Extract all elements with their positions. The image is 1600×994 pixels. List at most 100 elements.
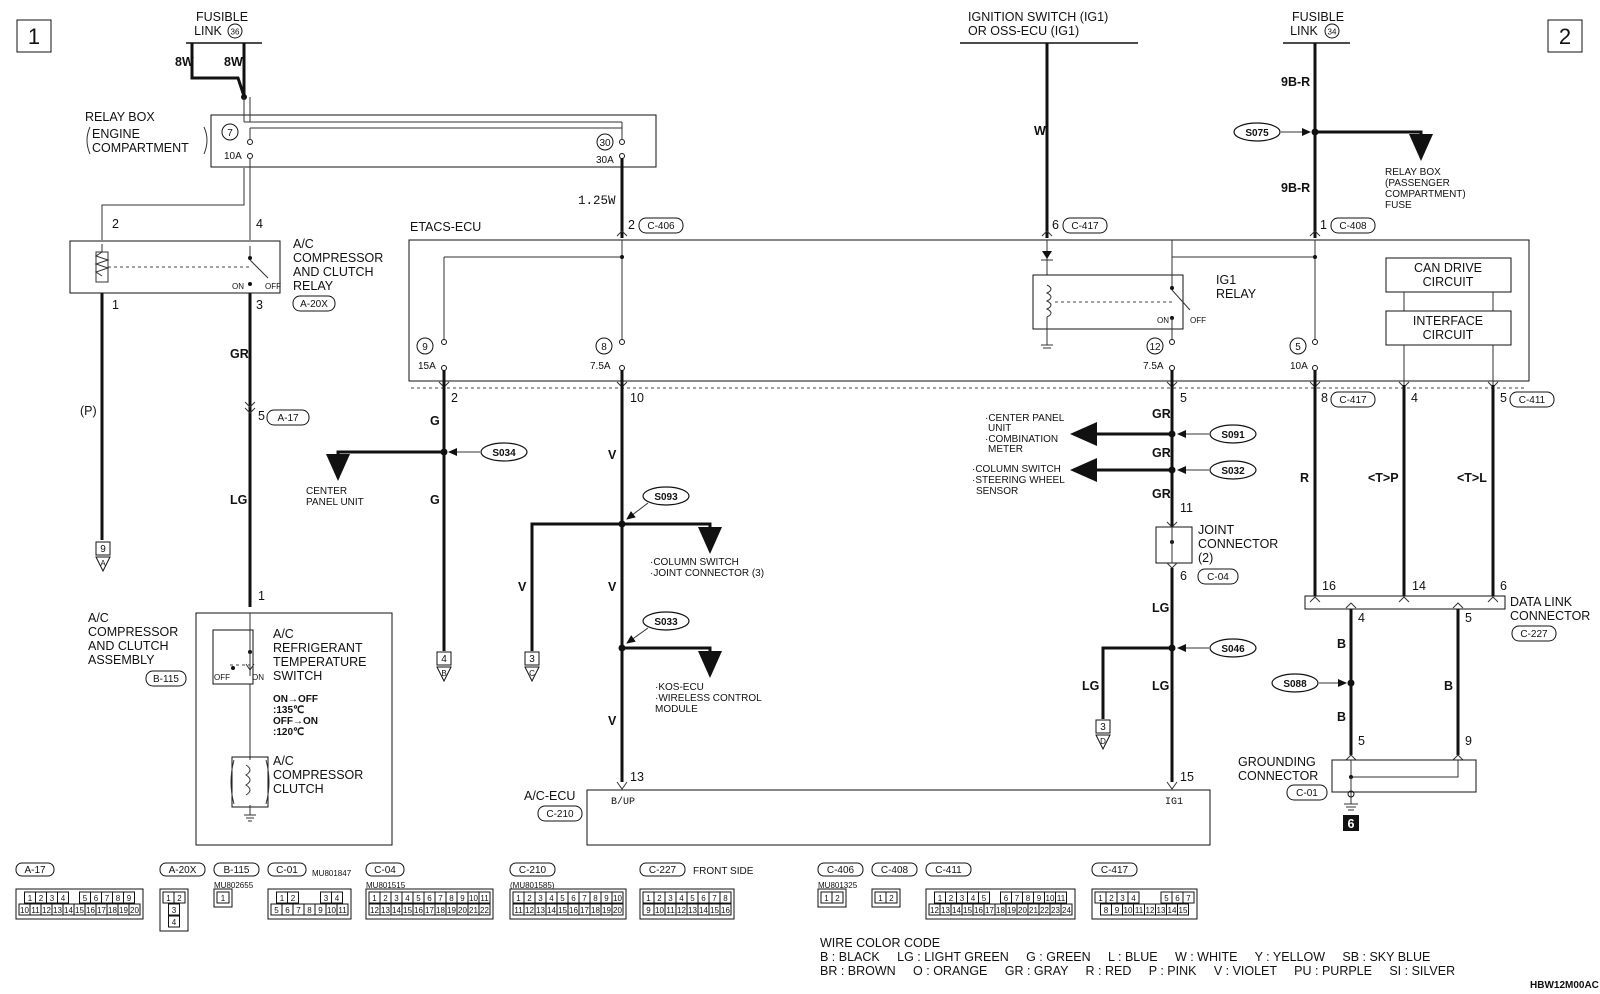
svg-text:UNIT: UNIT: [988, 423, 1011, 434]
etacs-out-pin-5: 5: [1180, 391, 1187, 405]
connector-pin-label: 2: [889, 894, 894, 903]
connector-pin-label: 6: [427, 894, 432, 903]
connector-pin-label: 7: [438, 894, 443, 903]
wire-label-b-a: B: [1337, 637, 1346, 651]
svg-text:AND CLUTCH: AND CLUTCH: [88, 639, 169, 653]
s091-dest-label: ·CENTER PANEL UNIT ·COMBINATION METER: [985, 413, 1065, 455]
c408-pin-1: 1: [1320, 218, 1327, 232]
svg-text:JOINT: JOINT: [1198, 523, 1234, 537]
connector-pin-label: 9: [604, 894, 609, 903]
connector-pin-label: 2: [835, 894, 840, 903]
connector-pin-label: 8: [307, 906, 312, 915]
wire-label-1-25w: 1.25W: [578, 194, 616, 208]
svg-text:S033: S033: [654, 617, 678, 628]
ref-4-b: 4 B: [436, 651, 452, 683]
svg-text:4: 4: [441, 654, 447, 665]
svg-text:PANEL UNIT: PANEL UNIT: [306, 497, 364, 508]
ac-ecu-bup: B/UP: [611, 796, 635, 808]
connector-code-label: C-408: [881, 865, 909, 876]
interface-circuit: [1385, 310, 1512, 346]
fuse-30: 30 30A: [596, 133, 625, 166]
connector-pin-label: 8: [1026, 894, 1031, 903]
connector-pin-label: 16: [414, 906, 423, 915]
svg-text:2: 2: [1559, 24, 1571, 49]
a17-connector-label: A-17: [277, 413, 299, 424]
c408-label: C-408: [1339, 221, 1367, 232]
connector-pin-label: 9: [646, 906, 651, 915]
svg-text:DATA LINK: DATA LINK: [1510, 595, 1573, 609]
connector-pin-label: 6: [285, 906, 290, 915]
etacs-fuse-5: 5 10A: [1289, 337, 1318, 372]
connector-pin-label: 1: [1098, 894, 1103, 903]
c04-label: C-04: [1207, 572, 1229, 583]
connector-pin-label: 10: [327, 906, 336, 915]
ignition-switch-label: IGNITION SWITCH (IG1) OR OSS-ECU (IG1): [960, 10, 1138, 44]
ac-ecu-outline: [586, 789, 1211, 846]
svg-text:·COLUMN SWITCH: ·COLUMN SWITCH: [650, 557, 739, 568]
wire-label-lg-b: LG: [1152, 601, 1169, 615]
wire-label-gr-c: GR: [1152, 446, 1171, 460]
connector-pin-label: 4: [335, 894, 340, 903]
svg-text:S034: S034: [492, 448, 516, 459]
connector-pin-label: 9: [1037, 894, 1042, 903]
connector-pin-label: 8: [1104, 906, 1109, 915]
fuse-7: 7 10A: [221, 123, 253, 162]
svg-text:S032: S032: [1221, 466, 1245, 477]
connector-part-number: FRONT SIDE: [693, 866, 754, 877]
connector-pin-label: 14: [699, 906, 708, 915]
connector-part-number: MU801847: [312, 869, 352, 878]
connector-pin-label: 13: [688, 906, 697, 915]
connector-pin-label: 17: [985, 906, 994, 915]
svg-text:ON→OFF: ON→OFF: [273, 694, 318, 705]
wire-label-v-b: V: [608, 580, 617, 594]
fusible-link-34-label: FUSIBLE LINK 34: [1283, 10, 1350, 44]
connector-pin-label: 7: [582, 894, 587, 903]
wire-label-v-c: V: [608, 714, 617, 728]
c411-label: C-411: [1519, 395, 1546, 406]
connector-pin-label: 2: [657, 894, 662, 903]
wire-label-lg-a: LG: [230, 493, 247, 507]
ac-ecu-ig1: IG1: [1165, 797, 1183, 808]
fusible-link-36-label: FUSIBLE LINK 36: [186, 10, 262, 44]
relay-box-passenger-label: RELAY BOX (PASSENGER COMPARTMENT) FUSE: [1385, 167, 1466, 211]
svg-text:REFRIGERANT: REFRIGERANT: [273, 641, 363, 655]
connector-pin-label: 14: [1168, 906, 1177, 915]
svg-text:RELAY BOX: RELAY BOX: [1385, 167, 1441, 178]
connector-pin-label: 5: [416, 894, 421, 903]
connector-pin-label: 11: [338, 906, 347, 915]
svg-text:C-227: C-227: [1520, 629, 1548, 640]
connector-pin-label: 16: [721, 906, 730, 915]
svg-text:MODULE: MODULE: [655, 704, 698, 715]
svg-text:S075: S075: [1245, 128, 1269, 139]
svg-text:·KOS-ECU: ·KOS-ECU: [655, 682, 704, 693]
svg-text:IG1: IG1: [1216, 273, 1236, 287]
ac-ecu-pin-13: 13: [630, 770, 644, 784]
c411-pin-5: 5: [1500, 391, 1507, 405]
svg-text:10A: 10A: [224, 151, 242, 162]
connector-pin-label: 14: [64, 906, 73, 915]
c417-bottom-label: C-417: [1339, 395, 1367, 406]
connector-pin-label: 23: [1051, 906, 1060, 915]
connector-pin-label: 12: [930, 906, 939, 915]
data-link-connector-box: [1304, 595, 1506, 610]
jc-pin-11: 11: [1180, 501, 1193, 515]
svg-text:RELAY: RELAY: [293, 279, 334, 293]
connector-pin-label: 20: [130, 906, 139, 915]
connector-pin-label: 21: [469, 906, 478, 915]
connector-pin-label: 10: [469, 894, 478, 903]
ac-ecu-title: A/C-ECU: [524, 789, 575, 803]
etacs-out-pin-2: 2: [451, 391, 458, 405]
svg-text:OR OSS-ECU (IG1): OR OSS-ECU (IG1): [968, 24, 1079, 38]
etacs-out-pin-4: 4: [1411, 391, 1418, 405]
clutch-coil-box: [231, 756, 269, 808]
connector-pin-label: 4: [971, 894, 976, 903]
c417-pin-8: 8: [1321, 391, 1328, 405]
connector-pin-label: 11: [514, 906, 523, 915]
svg-text:SENSOR: SENSOR: [976, 486, 1018, 497]
